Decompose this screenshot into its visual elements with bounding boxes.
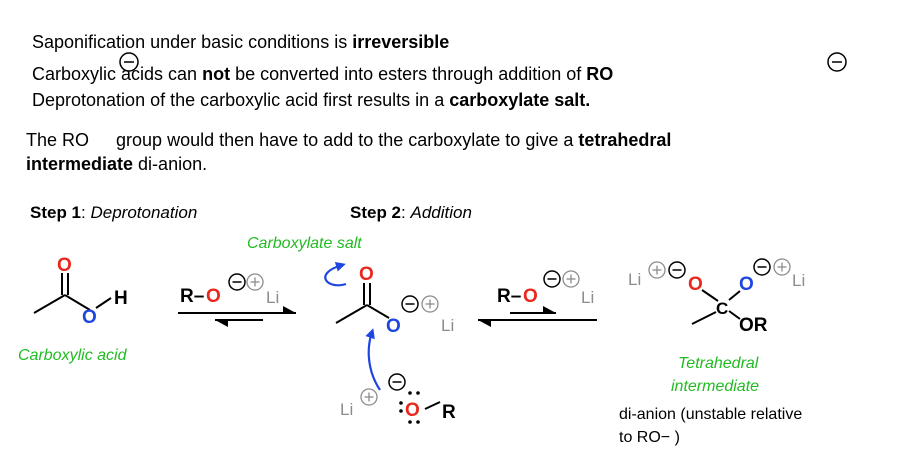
- reagent-step2: R– O Li: [497, 270, 594, 307]
- intro-line-1: Saponification under basic conditions is…: [32, 32, 450, 52]
- svg-text:R–: R–: [497, 286, 521, 307]
- svg-text:Li: Li: [581, 288, 594, 307]
- step2-header: Step 2: Addition: [350, 203, 472, 222]
- tetrahedral-intermediate-structure: Li O C O Li OR: [628, 258, 805, 336]
- intro-line-3: Deprotonation of the carboxylic acid fir…: [32, 90, 591, 110]
- dianion-note-line2: to RO− ): [619, 429, 680, 446]
- alkoxide-nucleophile: Li O R: [340, 373, 456, 424]
- svg-text:Li: Li: [441, 316, 454, 335]
- svg-text:Li: Li: [266, 288, 279, 307]
- equilibrium-arrow-step1: [178, 306, 296, 327]
- hydroxyl-oxygen: O: [82, 307, 97, 328]
- hydrogen-atom: H: [114, 288, 128, 309]
- positive-charge-icon: [773, 258, 791, 276]
- svg-text:R: R: [442, 402, 456, 423]
- step1-header: Step 1: Deprotonation: [30, 203, 198, 222]
- negative-charge-icon: [753, 258, 771, 276]
- svg-text:O: O: [739, 274, 754, 295]
- equilibrium-arrow-step2: [478, 306, 597, 327]
- svg-text:OR: OR: [739, 315, 768, 336]
- svg-text:O: O: [359, 264, 374, 285]
- carboxylate-structure: O O Li: [335, 264, 454, 337]
- svg-text:O: O: [688, 274, 703, 295]
- positive-charge-icon: [360, 388, 378, 406]
- negative-charge-icon: [827, 52, 847, 72]
- intermediate-label: intermediate: [671, 378, 760, 395]
- svg-text:C: C: [716, 299, 728, 318]
- positive-charge-icon: [421, 295, 439, 313]
- negative-charge-icon: [543, 270, 561, 288]
- negative-charge-icon: [388, 373, 406, 391]
- negative-charge-icon: [228, 273, 246, 291]
- positive-charge-icon: [562, 270, 580, 288]
- svg-text:Li: Li: [792, 271, 805, 290]
- svg-text:O: O: [523, 286, 538, 307]
- positive-charge-icon: [648, 261, 666, 279]
- positive-charge-icon: [246, 273, 264, 291]
- reagent-step1: R– O Li: [180, 273, 279, 307]
- intro-line-2: Carboxylic acids can not be converted in…: [32, 64, 614, 84]
- carbonyl-oxygen: O: [57, 255, 72, 276]
- carboxylic-acid-structure: O O H: [33, 255, 128, 328]
- carboxylate-salt-label: Carboxylate salt: [247, 235, 362, 252]
- svg-text:R–: R–: [180, 286, 204, 307]
- curved-arrow-icon: [365, 328, 381, 391]
- intro-line-5: intermediate di-anion.: [26, 154, 208, 174]
- dianion-note-line1: di-anion (unstable relative: [619, 406, 803, 423]
- negative-charge-icon: [401, 295, 419, 313]
- negative-charge-icon: [119, 52, 139, 72]
- curved-arrow-icon: [324, 261, 347, 287]
- svg-text:O: O: [386, 316, 401, 337]
- tetrahedral-label: Tetrahedral: [678, 355, 759, 372]
- negative-charge-icon: [668, 261, 686, 279]
- svg-text:O: O: [405, 400, 420, 421]
- svg-text:Li: Li: [340, 400, 353, 419]
- intro-line-4: The RO group would then have to add to t…: [26, 130, 672, 150]
- svg-text:Li: Li: [628, 270, 641, 289]
- carboxylic-acid-label: Carboxylic acid: [18, 347, 127, 364]
- svg-text:O: O: [206, 286, 221, 307]
